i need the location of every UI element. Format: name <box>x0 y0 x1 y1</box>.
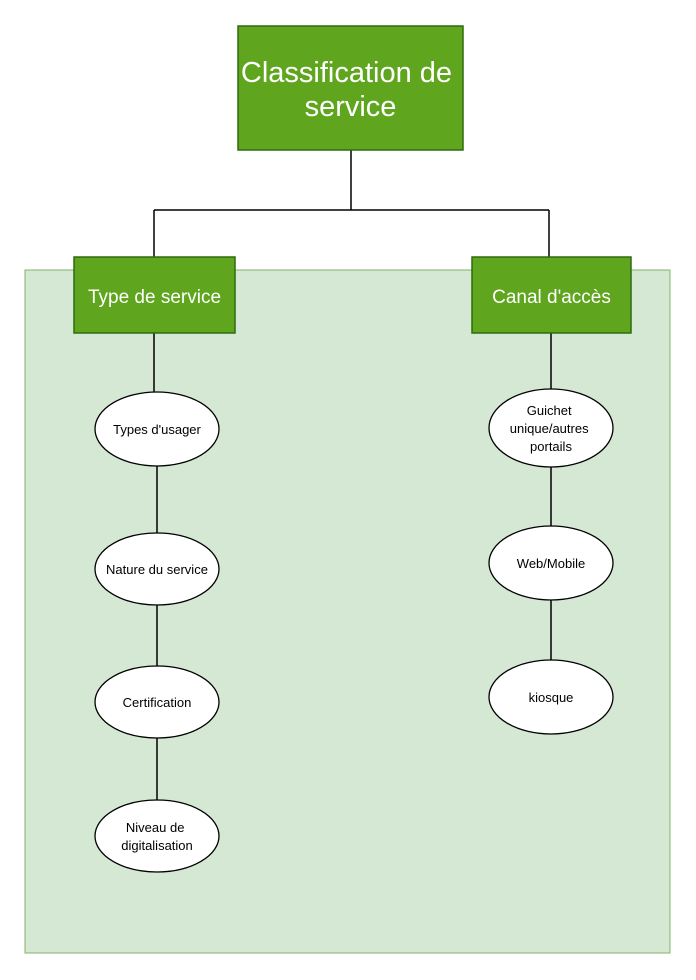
branch-canal-d-acces: Canal d'accès <box>471 256 632 334</box>
oval-certification: Certification <box>94 665 220 739</box>
oval-niveau-de-digitalisation: Niveau de digitalisation <box>94 799 220 873</box>
oval-kiosque: kiosque <box>488 659 614 735</box>
nature-du-service-oval <box>94 532 220 606</box>
oval-nature-du-service: Nature du service <box>94 532 220 606</box>
connectors <box>153 150 552 800</box>
canal-d-acces-label: Canal d'accès <box>492 287 611 308</box>
oval-types-d-usager: Types d'usager <box>94 391 220 467</box>
canal-d-acces-box <box>471 256 632 334</box>
types-d-usager-label: Types d'usager <box>113 422 201 437</box>
branch-type-de-service: Type de service <box>73 256 236 334</box>
root-node: Classification de service <box>237 25 464 151</box>
types-d-usager-oval <box>94 391 220 467</box>
niveau-de-digitalisation-label: Niveau de digitalisation <box>121 820 193 853</box>
kiosque-label: kiosque <box>529 690 574 705</box>
web-mobile-line-1: Web/Mobile <box>517 556 585 571</box>
kiosque-oval <box>488 659 614 735</box>
certification-label: Certification <box>123 695 192 710</box>
type-de-service-box <box>73 256 236 334</box>
niveau-de-digitalisation-line-1: Niveau de <box>126 820 185 835</box>
certification-oval <box>94 665 220 739</box>
guichet-unique-oval <box>488 388 614 468</box>
guichet-unique-line-3: portails <box>530 439 572 454</box>
root-label: Classification de service <box>241 57 460 123</box>
guichet-unique-label: Guichet unique/autres portails <box>510 403 592 454</box>
guichet-unique-line-2: unique/autres <box>510 421 589 436</box>
niveau-de-digitalisation-oval <box>94 799 220 873</box>
oval-web-mobile: Web/Mobile <box>488 525 614 601</box>
niveau-de-digitalisation-line-2: digitalisation <box>121 838 193 853</box>
web-mobile-oval <box>488 525 614 601</box>
types-d-usager-line-1: Types d'usager <box>113 422 201 437</box>
nature-du-service-line-1: Nature du service <box>106 562 208 577</box>
web-mobile-label: Web/Mobile <box>517 556 585 571</box>
guichet-unique-line-1: Guichet <box>527 403 572 418</box>
root-label-line-2: service <box>305 91 397 123</box>
kiosque-line-1: kiosque <box>529 690 574 705</box>
certification-line-1: Certification <box>123 695 192 710</box>
type-de-service-label: Type de service <box>88 287 221 308</box>
oval-guichet-unique: Guichet unique/autres portails <box>488 388 614 468</box>
nature-du-service-label: Nature du service <box>106 562 208 577</box>
root-label-line-1: Classification de <box>241 57 452 89</box>
root-box <box>237 25 464 151</box>
